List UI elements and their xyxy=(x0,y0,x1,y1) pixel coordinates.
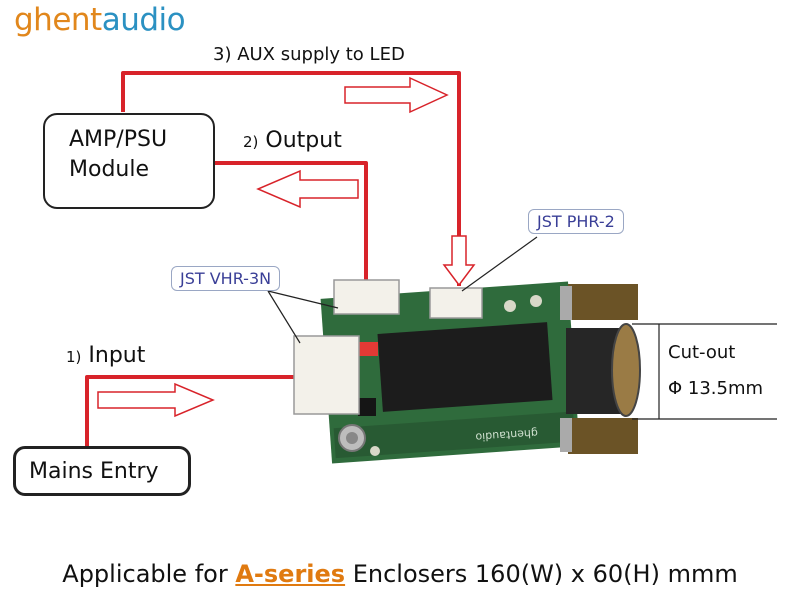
amp-line1: AMP/PSU xyxy=(69,127,168,152)
phr-leader xyxy=(461,236,538,292)
footer-caption: Applicable for A-series Enclosers 160(W)… xyxy=(0,560,800,588)
jst-phr-callout: JST PHR-2 xyxy=(528,209,624,234)
pcb-print: ghentaudio xyxy=(475,426,539,443)
mains-text: Mains Entry xyxy=(29,459,159,484)
relay xyxy=(377,322,553,412)
ghentaudio-logo: ghentaudio xyxy=(14,2,186,38)
mains-entry-box: Mains Entry xyxy=(13,446,191,496)
output-text: Output xyxy=(265,128,342,153)
input-label: 1) Input xyxy=(66,343,145,368)
aux-arrow xyxy=(344,76,449,114)
input-text: Input xyxy=(88,343,146,368)
pcb-hole xyxy=(504,300,516,312)
aux-label: 3) AUX supply to LED xyxy=(213,44,405,65)
amp-psu-module-box: AMP/PSU Module xyxy=(43,113,215,209)
footer-suffix: Enclosers 160(W) x 60(H) mmm xyxy=(345,560,738,588)
aux-down-arrow xyxy=(442,235,476,287)
input-step-number: 1) xyxy=(66,348,82,366)
rocker-switch xyxy=(611,323,641,417)
standoff-bracket-top xyxy=(560,286,572,320)
pcb-hole xyxy=(370,446,380,456)
input-wire xyxy=(85,375,300,446)
footer-prefix: Applicable for xyxy=(62,560,236,588)
phr-connector xyxy=(429,287,483,319)
flow-arrows xyxy=(97,76,476,418)
mounting-screw-inner xyxy=(346,432,358,444)
gold-standoff-top xyxy=(568,284,638,320)
logo-part2: audio xyxy=(101,2,186,38)
vhr-leader xyxy=(267,290,301,344)
amp-line2: Module xyxy=(69,157,149,182)
leader-lines xyxy=(267,236,538,344)
input-connector xyxy=(293,335,360,415)
gold-standoff-bottom xyxy=(568,418,638,454)
vhr-leader xyxy=(267,290,339,309)
output-wire xyxy=(215,161,368,286)
aux-wire xyxy=(121,71,461,286)
output-arrow xyxy=(256,169,359,209)
standoff-bracket-bottom xyxy=(560,418,572,452)
pcb-shade xyxy=(333,411,576,459)
cutout-label: Cut-out xyxy=(668,342,736,363)
logo-part1: ghent xyxy=(14,2,102,38)
wires xyxy=(85,71,461,446)
black-component xyxy=(358,398,376,416)
footer-series: A-series xyxy=(235,560,346,588)
pcb-board: ghentaudio xyxy=(293,279,641,464)
vhr-connector xyxy=(333,279,400,315)
cutout-diameter: Φ 13.5mm xyxy=(668,378,764,399)
pcb-hole xyxy=(530,295,542,307)
output-step-number: 2) xyxy=(243,133,259,151)
input-arrow xyxy=(97,382,215,418)
jst-vhr-callout: JST VHR-3N xyxy=(171,266,281,291)
cutout-dimension xyxy=(632,323,777,420)
red-component xyxy=(356,342,378,356)
output-label: 2) Output xyxy=(243,128,342,153)
